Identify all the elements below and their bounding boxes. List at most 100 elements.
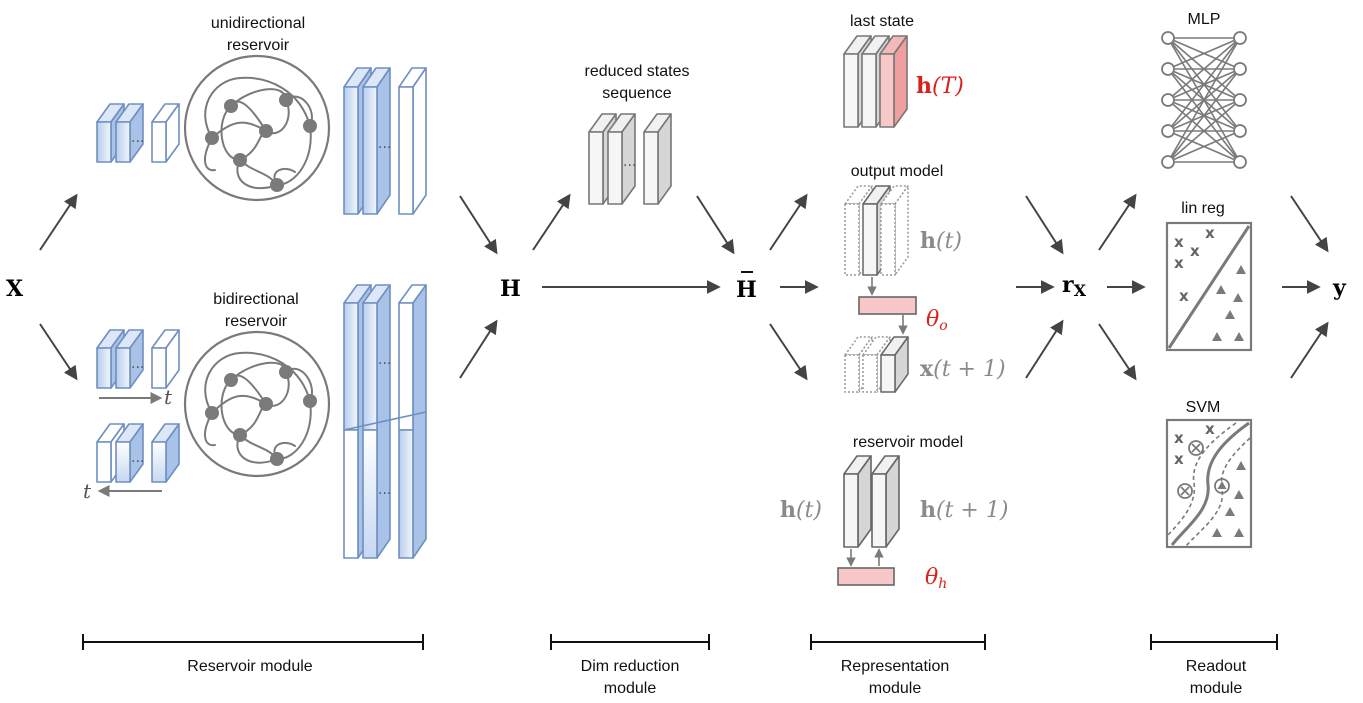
linreg-label: lin reg — [1181, 200, 1225, 217]
uni-reservoir-label-2: reservoir — [227, 37, 290, 54]
reservoir-model-slabs — [843, 455, 900, 548]
arrow-reservoir-to-r — [1025, 319, 1064, 379]
output-symbol: y — [1332, 275, 1347, 301]
arrow-r-to-mlp — [1098, 193, 1137, 251]
output-model-x-math: x(t + 1) — [920, 356, 1006, 382]
arrow-h-to-reduced — [532, 193, 571, 251]
mlp-edge — [1167, 37, 1241, 163]
uni-reservoir-network — [183, 54, 331, 202]
reduced-states-label-2: sequence — [602, 85, 671, 102]
mlp-input-node — [1161, 124, 1175, 138]
bi-reservoir-label-2: reservoir — [225, 313, 288, 330]
svg-text:x: x — [1205, 420, 1215, 438]
mlp-output-node — [1233, 93, 1247, 107]
bi-backward-input-slabs — [96, 423, 180, 483]
module-bracket-representation — [810, 634, 986, 650]
reservoir-model-h-next-math: h(t + 1) — [920, 497, 1008, 523]
last-state-slabs — [843, 35, 908, 128]
bi-output-dots-top: ... — [378, 352, 391, 368]
bi-output-dots-bottom: ... — [378, 482, 391, 498]
reduced-states-slabs — [588, 113, 672, 205]
reduced-states-label-1: reduced states — [585, 63, 690, 80]
last-state-math: h(T) — [916, 73, 964, 99]
bi-output-slabs — [343, 284, 427, 559]
reservoir-model-label: reservoir model — [853, 434, 963, 451]
bi-forward-input-slabs — [96, 329, 180, 389]
arrow-x-to-bi — [39, 323, 78, 381]
svg-text:x: x — [1174, 450, 1184, 468]
uni-reservoir-label-1: unidirectional — [211, 15, 305, 32]
mlp-output-node — [1233, 62, 1247, 76]
output-model-label: output model — [851, 163, 944, 180]
module-label-dim-reduction-1: Dim reduction — [581, 658, 680, 675]
module-label-readout-1: Readout — [1186, 658, 1247, 675]
module-label-readout-2: module — [1190, 680, 1243, 697]
mlp-network — [1161, 31, 1247, 169]
arrow-reduced-to-hbar — [696, 195, 735, 255]
svg-text:x: x — [1190, 242, 1200, 260]
linreg-plot: x x x x x — [1165, 221, 1253, 352]
module-bracket-reservoir — [82, 634, 424, 650]
last-state-label: last state — [850, 13, 914, 30]
mlp-output-node — [1233, 155, 1247, 169]
svg-text:x: x — [1174, 254, 1184, 272]
output-model-h-slabs — [844, 185, 909, 276]
uni-output-dots: ... — [378, 136, 391, 152]
uni-input-dots: ... — [131, 130, 144, 146]
arrow-r-to-svm — [1098, 323, 1137, 381]
svg-text:x: x — [1174, 233, 1184, 251]
arrow-hbar-to-reservoir — [769, 323, 808, 381]
output-model-x-slabs — [844, 336, 909, 393]
mlp-output-node — [1233, 31, 1247, 45]
mlp-input-node — [1161, 31, 1175, 45]
arrow-bi-to-h — [459, 319, 498, 379]
reduced-states-dots: ... — [623, 154, 636, 170]
uni-output-slabs — [343, 67, 427, 215]
bi-forward-dots: ... — [131, 356, 144, 372]
module-bracket-readout — [1150, 634, 1278, 650]
svm-plot: x x x — [1165, 418, 1253, 549]
arrow-svm-to-y — [1290, 321, 1329, 379]
mlp-edge — [1167, 99, 1241, 163]
reduced-states-symbol: H — [736, 277, 757, 303]
theta-o-box — [858, 296, 917, 315]
mlp-input-node — [1161, 155, 1175, 169]
time-backward-label: t — [83, 479, 92, 503]
representation-symbol: rX — [1062, 272, 1087, 300]
input-symbol: X — [6, 276, 24, 302]
module-label-representation-1: Representation — [841, 658, 950, 675]
arrow-uni-to-h — [459, 195, 498, 255]
theta-h-math: θh — [925, 565, 947, 592]
svg-text:x: x — [1179, 287, 1189, 305]
mlp-input-node — [1161, 62, 1175, 76]
svg-text:x: x — [1205, 224, 1215, 242]
arrow-mlp-to-y — [1290, 195, 1329, 253]
bi-backward-dots: ... — [131, 450, 144, 466]
states-symbol: H — [500, 276, 521, 302]
uni-input-slabs — [96, 103, 180, 163]
mlp-edge — [1167, 37, 1241, 70]
mlp-label: MLP — [1188, 11, 1221, 28]
theta-o-math: θo — [926, 307, 948, 334]
bi-reservoir-network — [183, 330, 331, 478]
module-label-reservoir: Reservoir module — [187, 658, 312, 675]
mlp-edge — [1167, 68, 1241, 163]
module-label-dim-reduction-2: module — [604, 680, 657, 697]
mlp-edge — [1167, 37, 1241, 132]
svg-text:x: x — [1174, 429, 1184, 447]
output-model-h-math: h(t) — [920, 228, 962, 254]
arrow-hbar-to-last — [769, 193, 808, 251]
theta-h-box — [837, 567, 895, 586]
mlp-output-node — [1233, 124, 1247, 138]
module-bracket-dim-reduction — [550, 634, 710, 650]
module-label-representation-2: module — [869, 680, 922, 697]
arrow-x-to-uni — [39, 193, 78, 251]
reservoir-model-h-math: h(t) — [780, 497, 822, 523]
mlp-edge — [1167, 37, 1241, 101]
bi-reservoir-label-1: bidirectional — [213, 291, 298, 308]
mlp-input-node — [1161, 93, 1175, 107]
time-forward-label: t — [164, 385, 173, 409]
arrow-last-to-r — [1025, 195, 1064, 255]
mlp-edge — [1167, 130, 1241, 163]
